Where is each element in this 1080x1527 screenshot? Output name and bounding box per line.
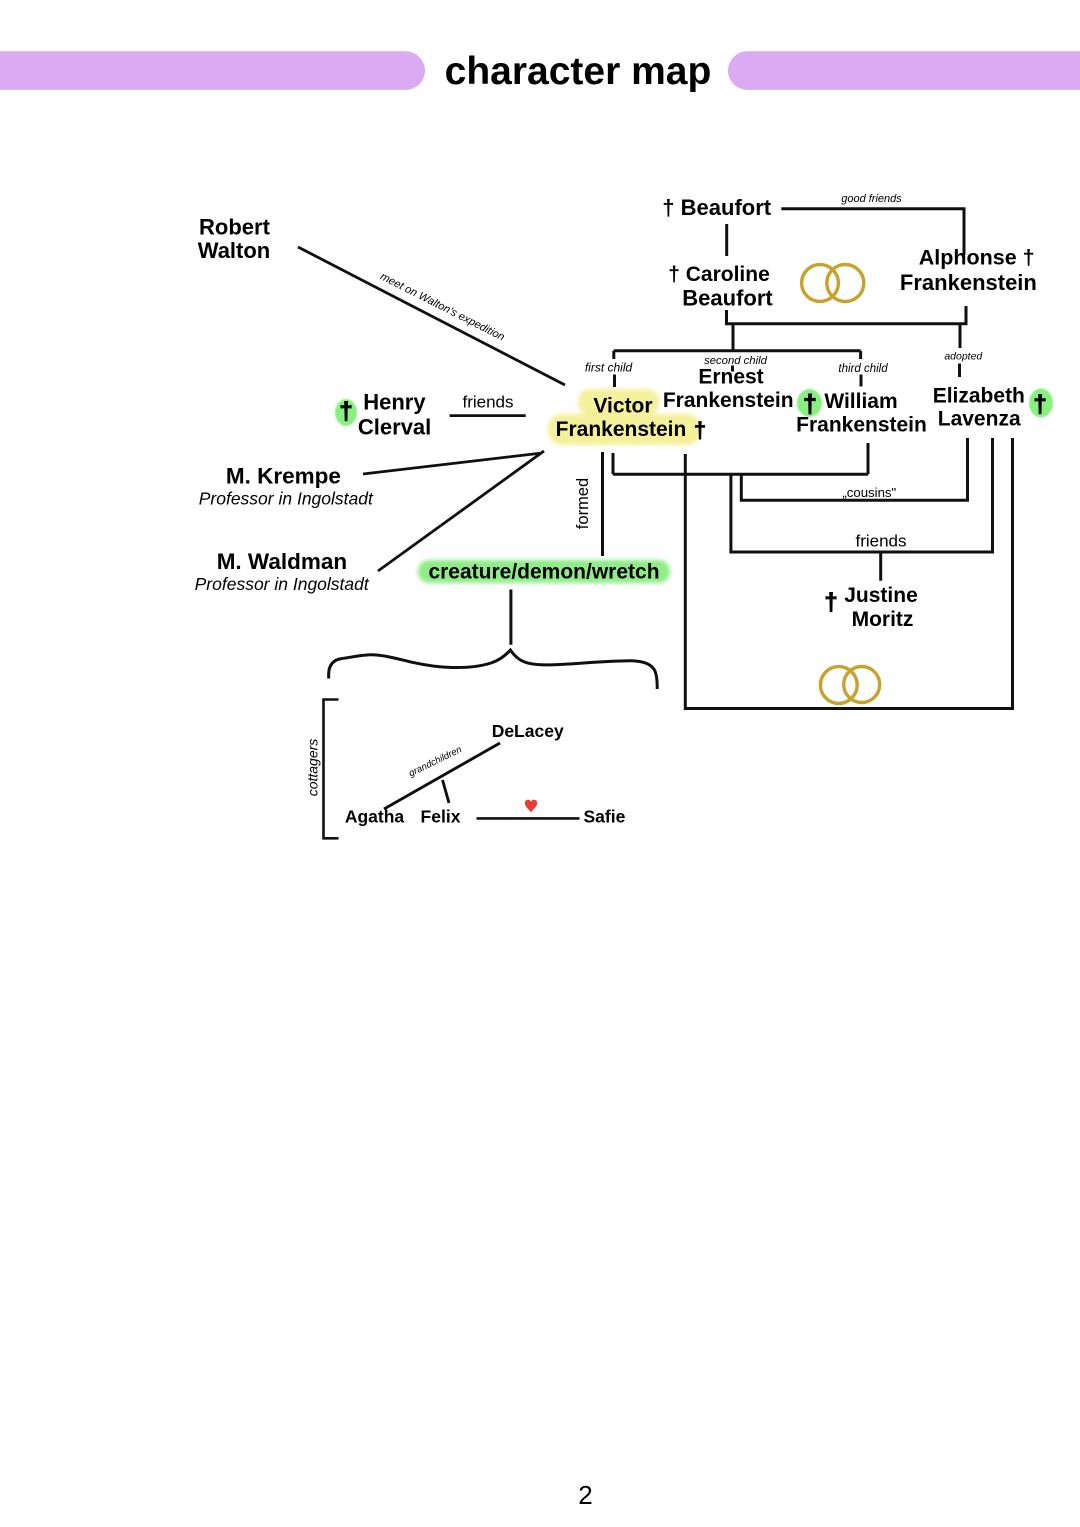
svg-text:third child: third child — [838, 363, 888, 375]
svg-text:Victor: Victor — [593, 394, 652, 417]
svg-text:† Caroline: † Caroline — [668, 263, 770, 286]
svg-text:Professor in Ingolstadt: Professor in Ingolstadt — [195, 574, 370, 594]
svg-text:M. Waldman: M. Waldman — [217, 549, 347, 574]
svg-text:†: † — [339, 398, 352, 425]
svg-text:cottagers: cottagers — [305, 739, 321, 797]
svg-text:M. Krempe: M. Krempe — [226, 464, 341, 489]
svg-text:†: † — [694, 418, 706, 443]
svg-text:Justine: Justine — [844, 584, 918, 607]
svg-text:Henry: Henry — [363, 390, 426, 415]
svg-text:Alphonse †: Alphonse † — [919, 246, 1035, 270]
svg-text:first child: first child — [585, 361, 633, 375]
svg-text:Elizabeth: Elizabeth — [933, 385, 1025, 408]
svg-text:† Beaufort: † Beaufort — [662, 195, 771, 220]
svg-text:Beaufort: Beaufort — [682, 286, 773, 311]
svg-text:2: 2 — [578, 1480, 592, 1510]
svg-text:†: † — [803, 390, 817, 418]
svg-text:Clerval: Clerval — [358, 414, 431, 439]
svg-text:Professor in Ingolstadt: Professor in Ingolstadt — [199, 488, 374, 508]
svg-text:Robert: Robert — [199, 215, 271, 240]
svg-text:good friends: good friends — [841, 193, 902, 205]
svg-text:formed: formed — [574, 478, 592, 529]
svg-text:Felix: Felix — [421, 806, 461, 826]
svg-text:Frankenstein: Frankenstein — [796, 414, 927, 437]
svg-text:Ernest: Ernest — [698, 366, 763, 389]
svg-text:Moritz: Moritz — [852, 608, 914, 631]
svg-text:DeLacey: DeLacey — [492, 721, 564, 741]
svg-text:William: William — [824, 390, 897, 413]
svg-text:second child: second child — [704, 355, 768, 367]
svg-text:friends: friends — [462, 392, 513, 411]
svg-text:Agatha: Agatha — [345, 806, 405, 826]
svg-text:†: † — [1033, 391, 1046, 418]
svg-text:Frankenstein: Frankenstein — [556, 418, 687, 441]
svg-text:adopted: adopted — [944, 351, 983, 363]
svg-text:Frankenstein: Frankenstein — [900, 270, 1037, 295]
svg-text:Lavenza: Lavenza — [938, 408, 1021, 431]
svg-text:character map: character map — [445, 50, 712, 93]
svg-text:Walton: Walton — [198, 238, 271, 263]
svg-text:„cousins": „cousins" — [842, 485, 896, 500]
svg-text:creature/demon/wretch: creature/demon/wretch — [428, 560, 659, 583]
svg-text:Frankenstein: Frankenstein — [663, 389, 794, 412]
svg-text:friends: friends — [855, 531, 906, 550]
svg-text:†: † — [824, 589, 837, 616]
svg-text:Safie: Safie — [583, 806, 625, 826]
